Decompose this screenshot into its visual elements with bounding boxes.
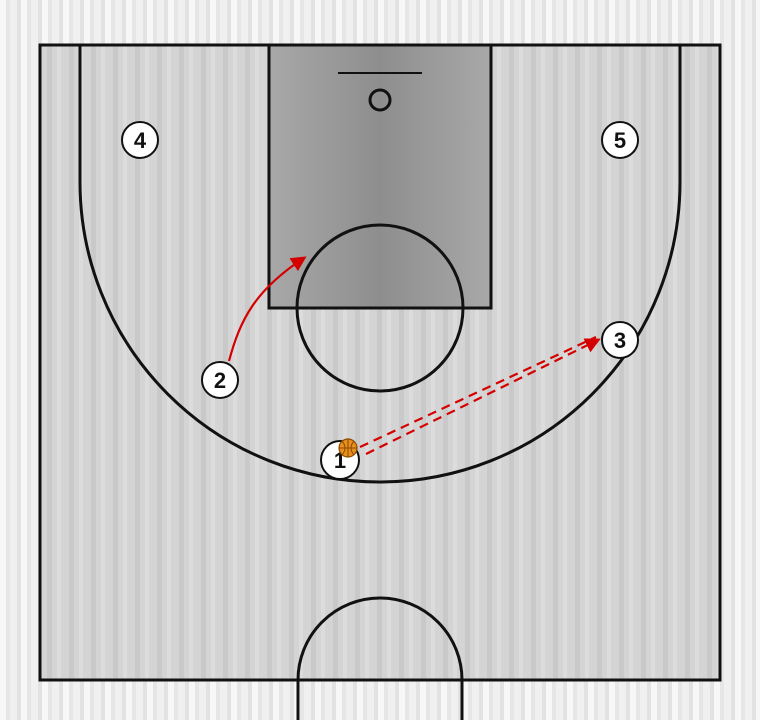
free-throw-circle bbox=[295, 223, 465, 393]
player-3-label: 3 bbox=[614, 328, 626, 353]
cut-arrow-2 bbox=[227, 256, 307, 362]
three-point-line bbox=[78, 45, 682, 484]
player-2[interactable]: 2 bbox=[201, 361, 239, 399]
rim bbox=[368, 88, 392, 112]
pass-arrow-1-to-3 bbox=[359, 336, 601, 455]
player-5[interactable]: 5 bbox=[601, 121, 639, 159]
player-2-label: 2 bbox=[214, 368, 226, 393]
paint-area bbox=[267, 43, 493, 310]
player-4[interactable]: 4 bbox=[121, 121, 159, 159]
player-3[interactable]: 3 bbox=[601, 321, 639, 359]
player-4-label: 4 bbox=[134, 128, 147, 153]
center-circle bbox=[296, 596, 464, 681]
center-circle-lower bbox=[296, 680, 464, 720]
ball-icon bbox=[338, 438, 358, 458]
player-5-label: 5 bbox=[614, 128, 626, 153]
